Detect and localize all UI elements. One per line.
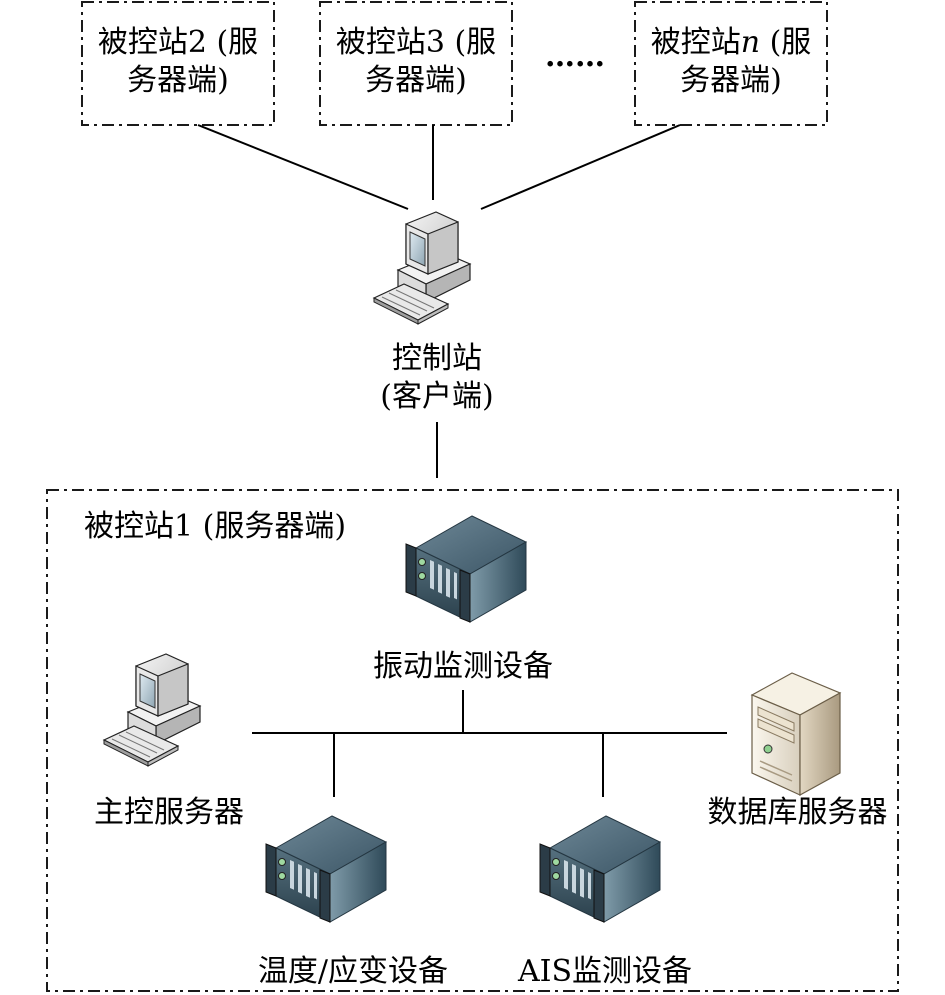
remote-station-3-line1-pre: 被控站3 ( <box>335 25 467 60</box>
temperature-device-server-icon <box>265 815 387 923</box>
remote-station-3-box <box>319 1 513 126</box>
network-links <box>197 124 727 797</box>
local-station-1-box <box>46 489 899 992</box>
ais-device-label: AIS监测设备 <box>517 954 693 989</box>
remote-station-3-label: 被控站3 (服 务器端) <box>322 24 510 100</box>
remote-station-n-line1-italic: n <box>740 25 761 60</box>
remote-station-2-box <box>81 1 275 126</box>
ais-device-server-icon <box>539 815 661 923</box>
control-station-pc-icon <box>373 211 471 325</box>
vibration-device-label: 振动监测设备 <box>373 649 553 684</box>
remote-station-boxes <box>46 1 899 992</box>
remote-station-2-line1-post: 服 <box>228 25 259 60</box>
link-stationn-control <box>480 124 681 210</box>
remote-station-n-box <box>634 1 828 126</box>
temperature-device-label: 温度/应变设备 <box>257 954 449 989</box>
remote-station-3-line2: 务器端) <box>365 63 467 98</box>
database-server-label: 数据库服务器 <box>707 795 888 830</box>
master-server-label: 主控服务器 <box>94 795 244 830</box>
remote-station-3-line1-post: 服 <box>466 25 497 60</box>
remote-station-2-line1-pre: 被控站2 ( <box>97 25 229 60</box>
vibration-device-server-icon <box>405 515 527 623</box>
remote-station-2-line2: 务器端) <box>127 63 229 98</box>
master-server-pc-icon <box>103 653 201 767</box>
remote-station-n-line1-post: (服 <box>760 25 812 60</box>
ellipsis-label: …… <box>545 39 605 74</box>
local-station-title: 被控站1 (服务器端) <box>84 509 347 544</box>
remote-station-n-line1-pre: 被控站 <box>650 25 741 60</box>
remote-station-n-label: 被控站n (服 务器端) <box>637 24 825 100</box>
control-station-line2: (客户端) <box>380 379 494 414</box>
control-station-line1: 控制站 <box>392 341 482 376</box>
control-station-label: 控制站 (客户端) <box>337 340 537 416</box>
remote-station-2-label: 被控站2 (服 务器端) <box>84 24 272 100</box>
database-server-tower-icon <box>750 672 842 797</box>
link-station2-control <box>197 124 409 210</box>
remote-station-n-line2: 务器端) <box>680 63 782 98</box>
